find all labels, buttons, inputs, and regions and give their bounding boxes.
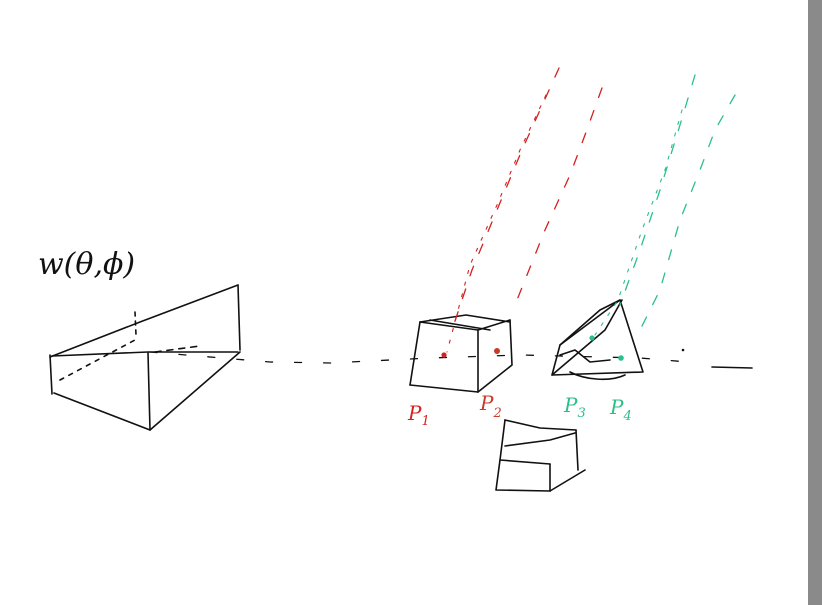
point-p1-marker [441,352,447,358]
point-label-p2: P2 [479,391,502,421]
lower-box [495,419,586,492]
green-rays [594,74,736,336]
point-label-p1: P1 [407,401,430,429]
prism [551,299,644,381]
function-label: w(θ,ϕ) [38,247,135,282]
large-box [49,284,241,431]
vertical-scrollbar[interactable] [808,0,822,605]
point-p3-marker [589,335,595,341]
point-p4-marker [618,355,624,361]
point-label-p4: P4 [609,395,632,424]
point-p2-marker [494,348,500,354]
point-label-p3: P3 [563,393,586,421]
scrollbar-thumb[interactable] [808,0,822,605]
middle-cube [409,314,513,393]
red-rays [446,67,603,353]
